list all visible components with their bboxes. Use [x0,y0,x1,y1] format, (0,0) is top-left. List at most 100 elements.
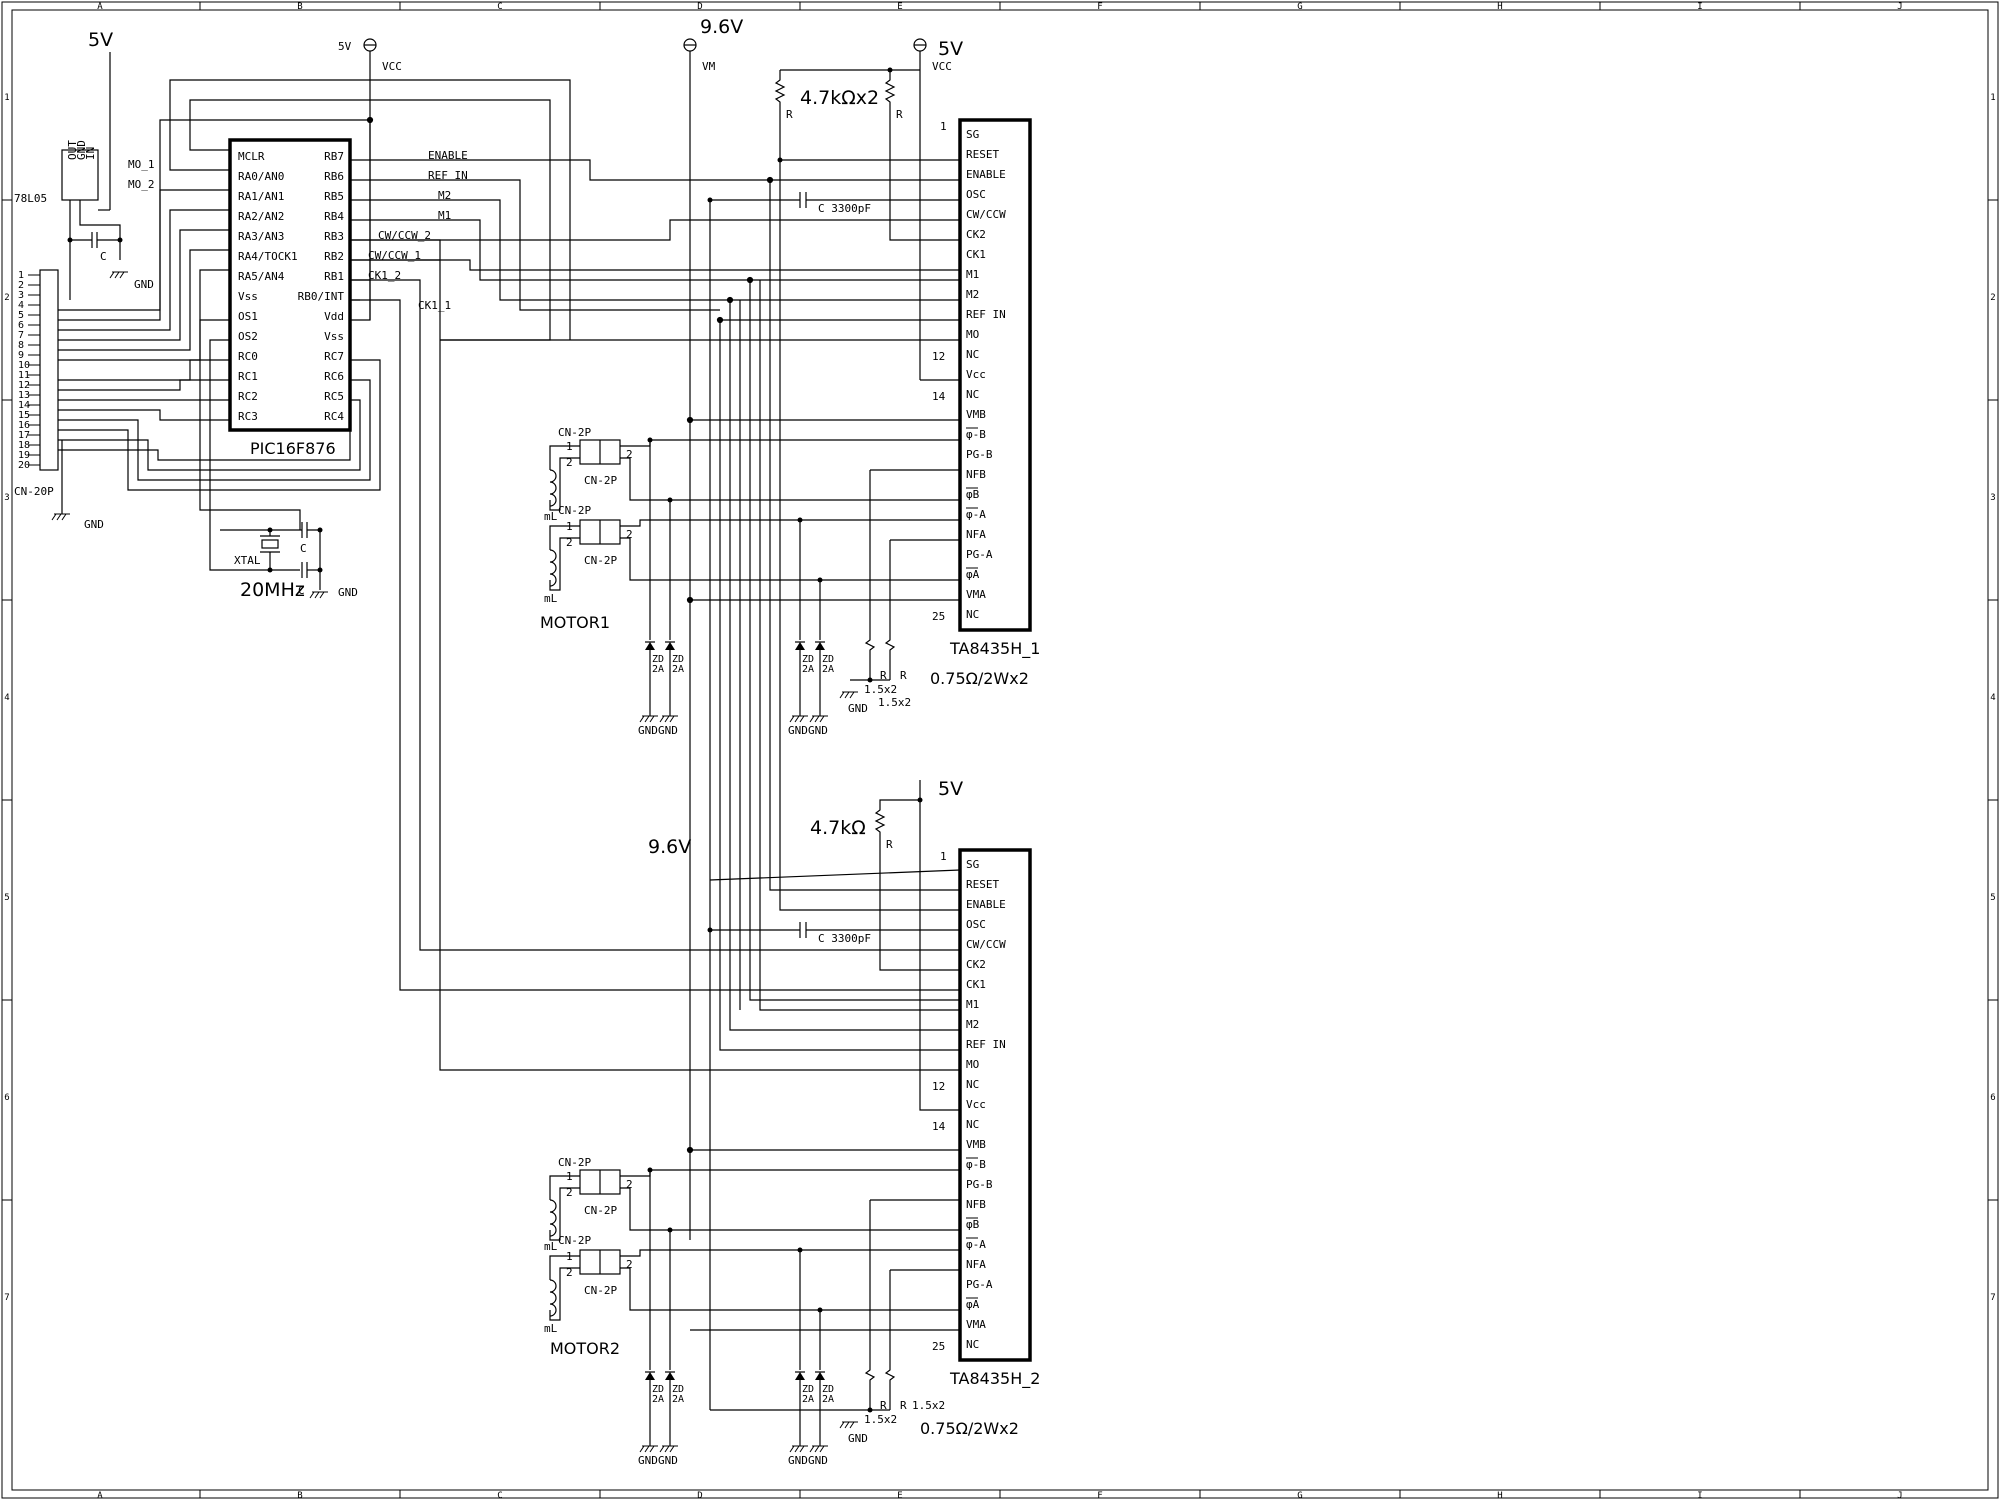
connector-pin-6: 6 [18,320,24,331]
driver-pin: MO [966,1058,979,1071]
col-label-a-bottom: A [97,1491,103,1500]
ground-label: GND [808,724,828,737]
connector-pin-12: 12 [18,380,30,391]
driver-pin: PG-B [966,1178,993,1191]
connector-pin-1: 1 [18,270,24,281]
vcc-label: VCC [382,60,402,73]
xtal-cap1: C [300,542,307,555]
regulator-pin-gnd: GND [75,140,88,160]
mcu-pin-left: OS1 [238,310,258,323]
motor1-coil-a-icon [549,469,557,507]
zener-label: ZD [802,1384,814,1395]
mcu-wiring [58,79,960,1071]
driver-pin: NC [966,1338,979,1351]
connector-pin-4: 4 [18,300,24,311]
driver-pin: NFB [966,468,986,481]
connector-pin-5: 5 [18,310,24,321]
connector-pin-18: 18 [18,440,30,451]
top-left-5v-label: 5V [88,29,113,51]
mcu-pin-left: MCLR [238,150,265,163]
zener-diode-icon [795,642,805,650]
driver-pin: NFB [966,1198,986,1211]
net-cwccw-1: CW/CCW_1 [368,249,421,262]
connector-pin-9: 9 [18,350,24,361]
connector-pin-7: 7 [18,330,24,341]
driver-pin: CW/CCW [966,938,1006,951]
motor1-conn-1: CN-2P [558,426,591,439]
driver1-gnd: GND [848,702,868,715]
driver2-pullup-value: 4.7kΩ [810,817,866,839]
col-label-b-bottom: B [297,1491,302,1500]
col-label-g: G [1297,2,1302,12]
driver-pin: M2 [966,288,979,301]
mcu-pin-left: RC2 [238,390,258,403]
motor1-section: MOTOR1 CN-2P CN-2P CN-2P CN-2P 1 2 2 1 2… [540,426,960,737]
driver2-name: TA8435H_2 [949,1369,1040,1389]
mcu-name: PIC16F876 [250,439,336,458]
mcu-pic16f876: PIC16F876 MCLRRA0/AN0RA1/AN1RA2/AN2RA3/A… [128,138,468,458]
xtal-ground-icon [309,591,328,599]
ground-label: GND [658,1454,678,1467]
motor1-conn-4: CN-2P [584,554,617,567]
mcu-pin-right: RB7 [324,150,344,163]
driver2-sense-val2: 1.5x2 [912,1399,945,1412]
row-label-3-right: 3 [1990,493,1995,503]
mcu-pin-right: RC6 [324,370,344,383]
driver2-pinnum-25: 25 [932,1340,945,1353]
col-label-f-bottom: F [1097,1491,1102,1500]
connector-pin-2: 2 [18,280,24,291]
driver-pin: RESET [966,878,999,891]
driver2-pinnum-1: 1 [940,850,947,863]
zener-rating: 2A [822,1394,834,1405]
motor2-conn-1: CN-2P [558,1156,591,1169]
driver2-pullup-icon [874,799,960,971]
ground-icon [789,715,808,723]
connector-body [39,269,59,471]
motor1-conn-2: CN-2P [584,474,617,487]
connector-pin-20: 20 [18,460,30,471]
connector-pin-10: 10 [18,360,30,371]
ground-icon [809,715,828,723]
driver-pin: Vcc [966,1098,986,1111]
ground-icon [639,715,658,723]
driver1-name: TA8435H_1 [949,639,1040,659]
regulator-pin-out: OUT [66,140,79,160]
mcu-pin-left: RA4/TOCK1 [238,250,298,263]
mcu-pin-right: RB6 [324,170,344,183]
motor1-pin-2c: 2 [566,536,573,549]
sense-r2-icon [884,540,896,680]
mcu-pin-left: RA2/AN2 [238,210,284,223]
driver1-pullup-r2: R [896,108,903,121]
motor2-coil-a-icon [549,1199,557,1237]
col-label-c: C [497,2,502,12]
zener-label: ZD [802,654,814,665]
driver1-pullup-value: 4.7kΩx2 [800,87,879,109]
motor1-coil-b: mL [544,592,558,605]
col-label-h: H [1497,2,1502,12]
regulator-gnd-label: GND [134,278,154,291]
zener-diode-icon [645,1372,655,1380]
driver-pin: M1 [966,998,979,1011]
connector-pin-19: 19 [18,450,30,461]
net-m1: M1 [438,209,451,222]
regulator-ground-icon [109,271,128,279]
motor2-pin-2d: 2 [626,1258,633,1271]
ground-label: GND [808,1454,828,1467]
connector-pin-14: 14 [18,400,30,411]
motor2-section: MOTOR2 CN-2P CN-2P CN-2P CN-2P 1 2 2 1 2… [544,1156,960,1467]
driver-pin: M2 [966,1018,979,1031]
driver-bus-wiring [686,176,961,1410]
col-label-j: J [1897,2,1902,12]
driver-pin: CK1 [966,978,986,991]
mcu-pin-left: OS2 [238,330,258,343]
xtal-gnd: GND [338,586,358,599]
driver-pin: REF IN [966,1038,1006,1051]
regulator-78l05: 78L05 OUT GND IN C GND [14,140,154,300]
sense-r1-icon [864,470,876,680]
driver-pin: NC [966,1118,979,1131]
driver2-pinnum-12: 12 [932,1080,945,1093]
vm-label: VM [702,60,716,73]
motor2-coil-b: mL [544,1322,558,1335]
driver-pin: M1 [966,268,979,281]
mcu-pin-left: RC0 [238,350,258,363]
